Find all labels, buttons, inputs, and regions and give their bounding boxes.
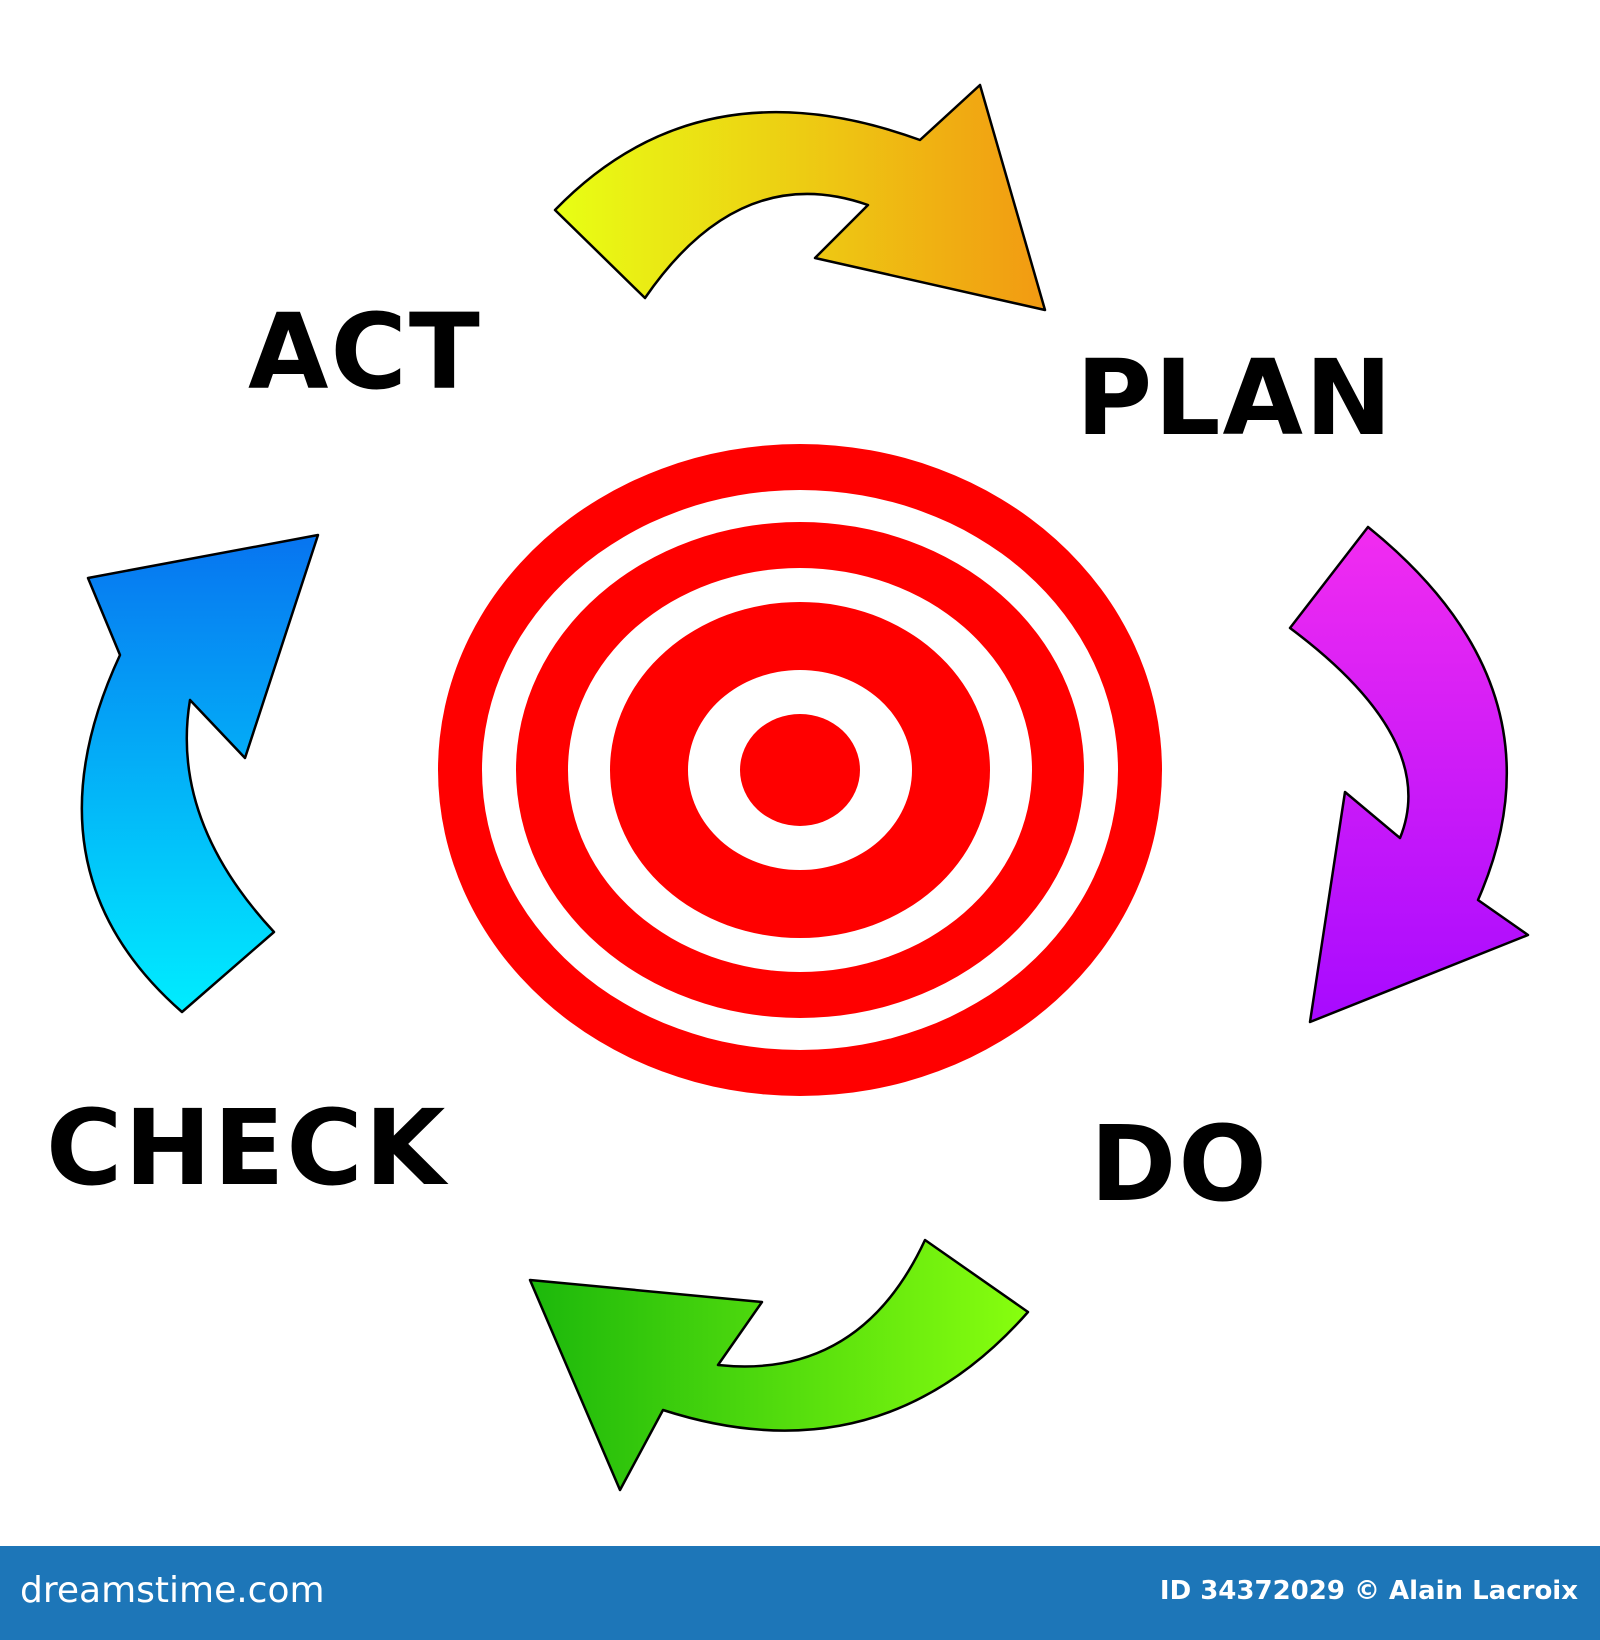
- label-check: CHECK: [46, 1087, 448, 1209]
- label-act: ACT: [248, 291, 482, 413]
- footer-brand: dreamstime.com: [20, 1570, 325, 1611]
- arrow-do-to-check: [528, 1238, 1030, 1492]
- footer-credit: ID 34372029 © Alain Lacroix: [1159, 1576, 1578, 1606]
- arrow-plan-to-do: [1288, 525, 1530, 1024]
- label-do: DO: [1090, 1103, 1269, 1225]
- arrow-act-to-plan: [553, 83, 1047, 312]
- target: [438, 444, 1162, 1096]
- watermark-footer: dreamstime.com ID 34372029 © Alain Lacro…: [0, 1546, 1600, 1640]
- arrow-check-to-act: [80, 533, 320, 1014]
- target-bullseye: [740, 714, 860, 826]
- pdca-diagram: [80, 83, 1530, 1492]
- label-plan: PLAN: [1076, 337, 1395, 459]
